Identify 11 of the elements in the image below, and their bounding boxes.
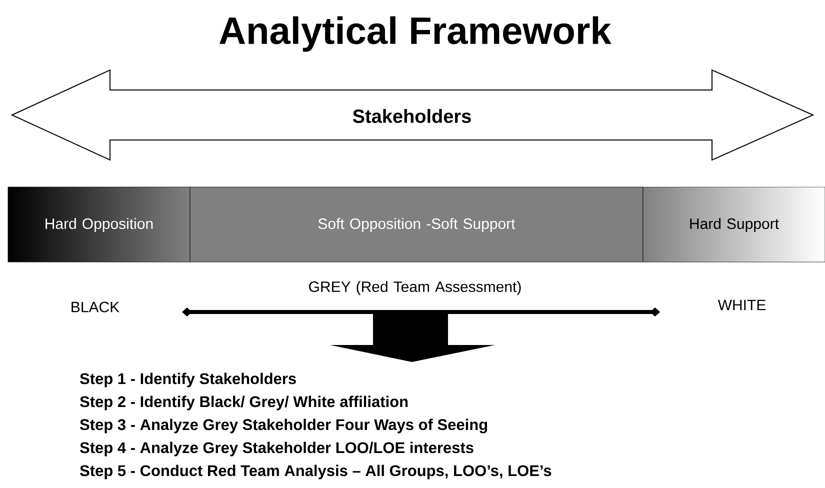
spectrum-band: Hard Support (642, 186, 825, 262)
step-text: Step 4 - Analyze Grey Stakeholder LOO/LOE interests (80, 442, 474, 456)
spectrum-band: Hard Opposition (8, 186, 190, 262)
step-text: Step 5 - Conduct Red Team Analysis – All Groups, LOO’s, LOE’s (80, 464, 552, 480)
label: GREY (Red Team Assessment) (309, 281, 521, 295)
title: Analytical Framework (220, 16, 612, 52)
label: WHITE (718, 300, 766, 310)
label: BLACK (72, 302, 120, 312)
step-text: Step 1 - Identify Stakeholders (80, 372, 296, 388)
step-text: Step 3 - Analyze Grey Stakeholder Four Ways of Seeing (80, 418, 488, 434)
step-text: Step 2 - Identify Black/ Grey/ White affiliation (80, 396, 408, 410)
